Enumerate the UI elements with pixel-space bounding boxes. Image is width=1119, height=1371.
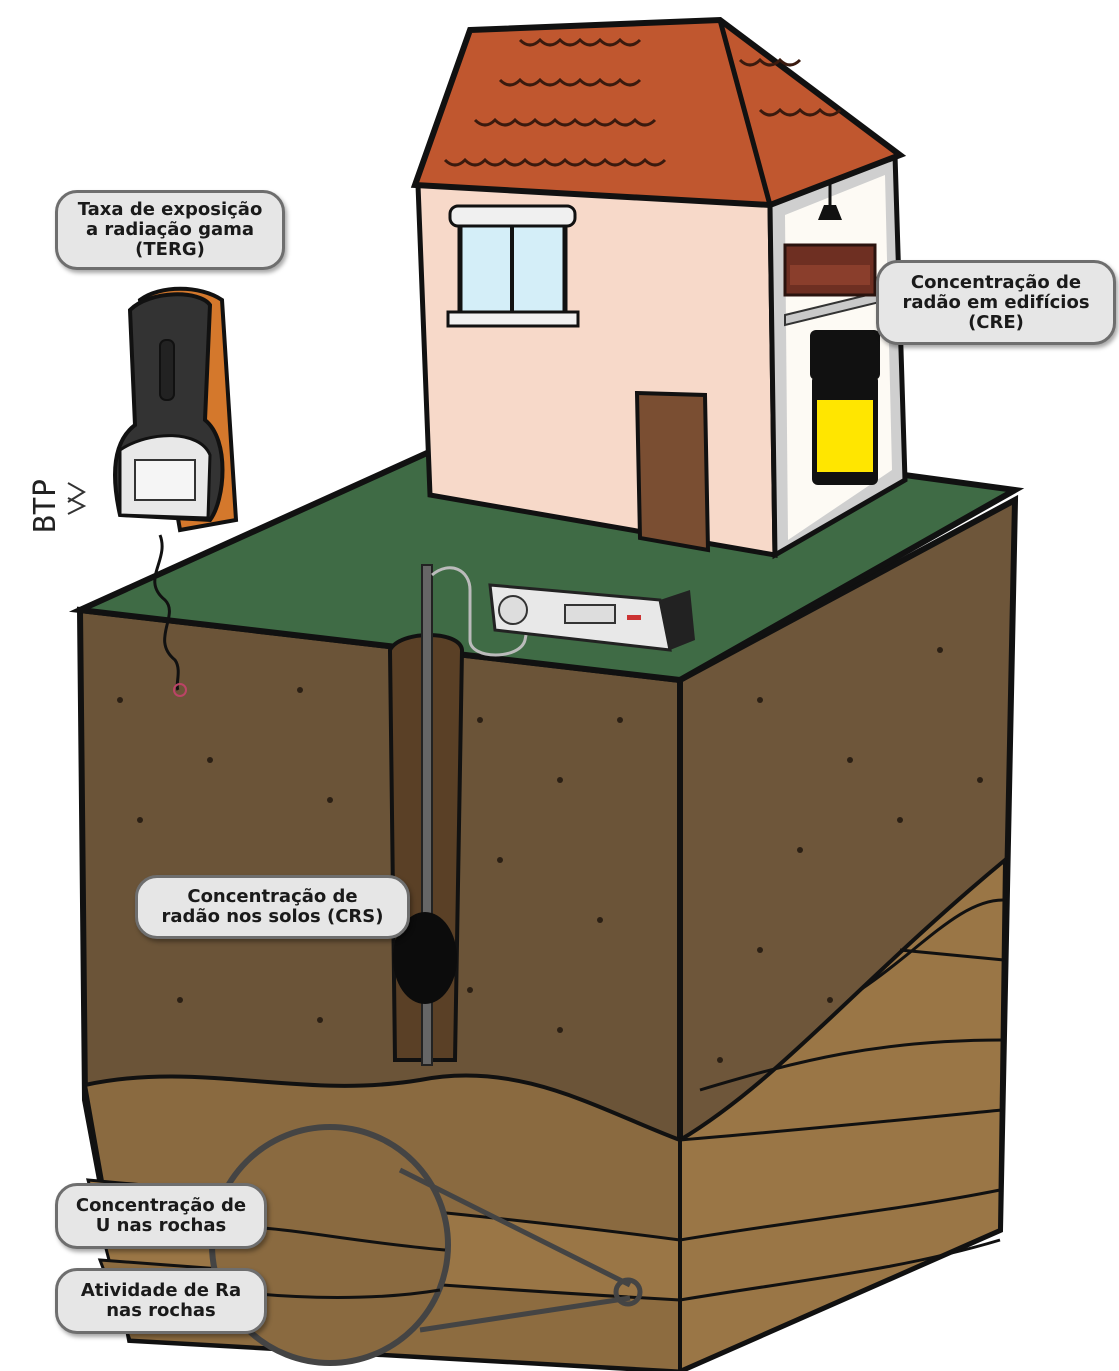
callout-cre-line1: Concentração de (911, 273, 1081, 293)
callout-terg-line1: Taxa de exposição (78, 200, 263, 220)
callout-u-rocks: Concentração de U nas rochas (55, 1183, 267, 1249)
callout-crs-line1: Concentração de (187, 887, 357, 907)
callout-ra-rocks: Atividade de Ra nas rochas (55, 1268, 267, 1334)
house-roof (415, 20, 900, 205)
house-door (637, 393, 708, 550)
callout-u-rocks-line2: U nas rochas (96, 1216, 226, 1236)
callout-u-rocks-line1: Concentração de (76, 1196, 246, 1216)
callout-crs-line2: radão nos solos (CRS) (162, 907, 384, 927)
callout-cre: Concentração de radão em edifícios (CRE) (876, 260, 1116, 345)
callout-terg-line2: a radiação gama (86, 220, 254, 240)
callout-ra-rocks-line2: nas rochas (106, 1301, 216, 1321)
callout-terg: Taxa de exposição a radiação gama (TERG) (55, 190, 285, 270)
house (415, 20, 905, 555)
callout-ra-rocks-line1: Atividade de Ra (81, 1281, 241, 1301)
callout-cre-line3: (CRE) (968, 313, 1024, 333)
callout-crs: Concentração de radão nos solos (CRS) (135, 875, 410, 939)
btp-device-text: BTP (28, 479, 63, 533)
callout-cre-line2: radão em edifícios (902, 293, 1089, 313)
callout-terg-line3: (TERG) (135, 240, 205, 260)
